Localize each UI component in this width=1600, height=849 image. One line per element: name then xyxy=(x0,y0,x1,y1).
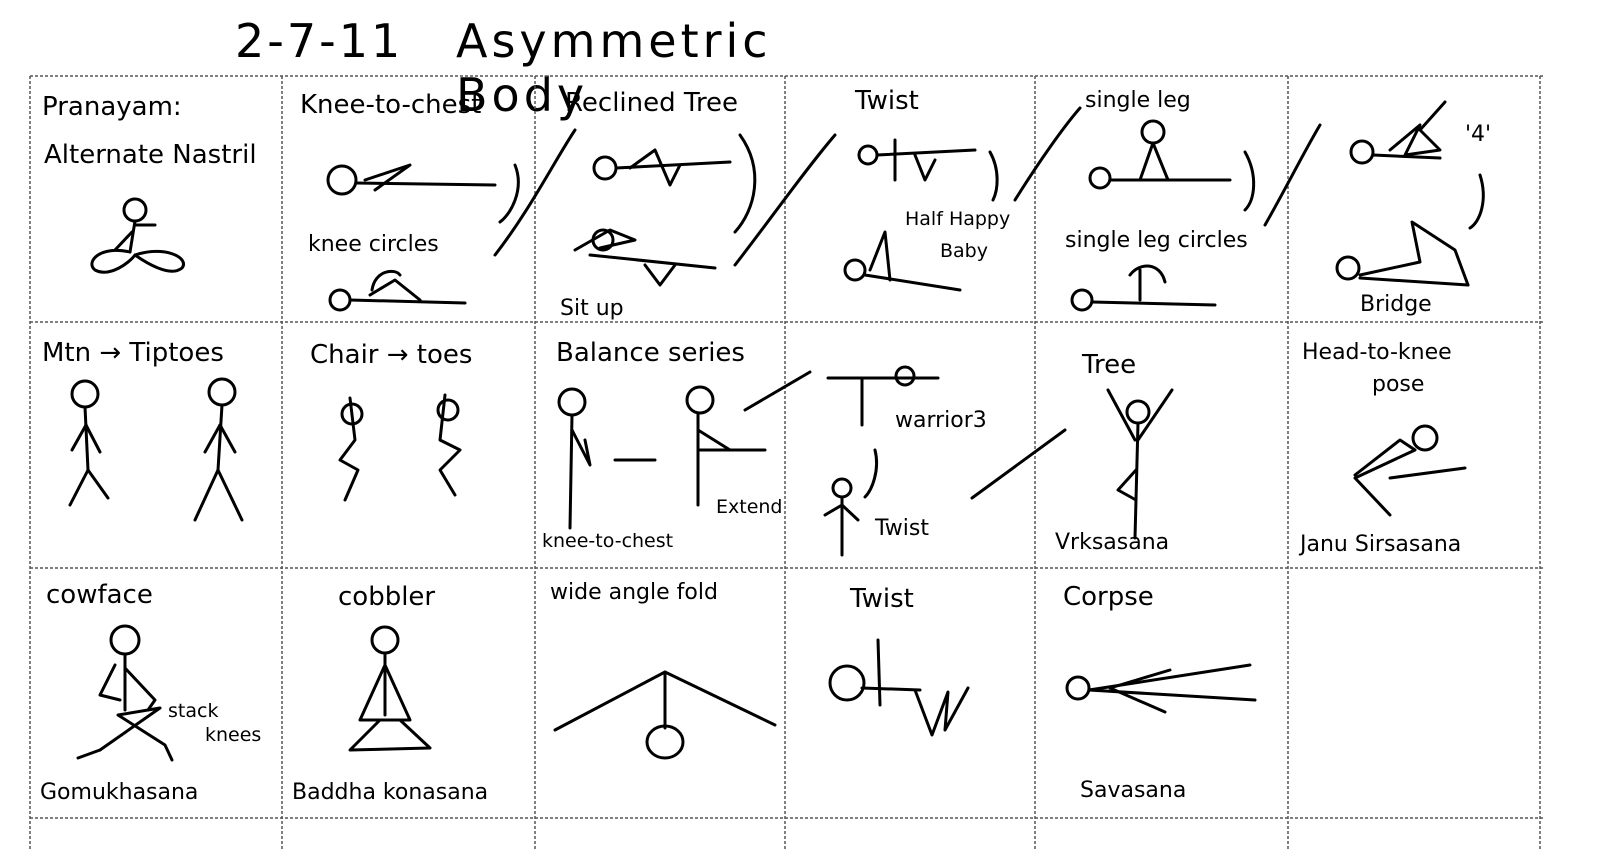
page-date: 2-7-11 xyxy=(235,14,404,68)
cowface-figure-icon xyxy=(76,624,174,762)
reclined-tree-figure-icon xyxy=(493,128,757,287)
cell-sanskrit-vrksasana: Vrksasana xyxy=(1055,530,1170,555)
cell-note-twist-standing: Twist xyxy=(875,516,929,541)
cell-title-single-leg: single leg xyxy=(1085,88,1191,113)
cell-title-tree: Tree xyxy=(1082,350,1137,380)
cell-title-balance-series: Balance series xyxy=(556,338,745,368)
cell-title-twist-seated: Twist xyxy=(850,584,914,614)
cell-note-knee-to-chest: knee-to-chest xyxy=(542,530,674,552)
head-to-knee-figure-icon xyxy=(1353,424,1467,517)
cell-sanskrit-janu-sirsasana: Janu Sirsasana xyxy=(1300,532,1462,557)
page-title: Asymmetric Body xyxy=(456,14,772,122)
cobbler-figure-icon xyxy=(348,625,432,752)
cell-title-pose: pose xyxy=(1372,372,1425,397)
twist-figure-icon xyxy=(733,133,999,292)
cell-note-warrior3: warrior3 xyxy=(895,408,987,433)
cell-title-mountain-tiptoes: Mtn → Tiptoes xyxy=(42,338,224,368)
cell-sub-single-leg-circles: single leg circles xyxy=(1065,228,1248,253)
figure-four-and-bridge-icon xyxy=(1263,100,1485,287)
cell-note-extend: Extend xyxy=(716,496,783,518)
cell-title-reclined-tree: Reclined Tree xyxy=(565,88,739,118)
cell-sub-half-happy: Half Happy xyxy=(905,208,1011,230)
seated-figure-icon xyxy=(90,197,185,274)
tree-figure-icon xyxy=(1106,388,1174,540)
cell-sub-sit-up: Sit up xyxy=(560,296,624,321)
cell-title-wide-angle-fold: wide angle fold xyxy=(550,580,718,605)
cell-title-pranayam: Pranayam: xyxy=(42,92,182,122)
cell-sanskrit-baddha-konasana: Baddha konasana xyxy=(292,780,489,805)
cell-sanskrit-savasana: Savasana xyxy=(1080,778,1187,803)
cell-title-twist-reclined: Twist xyxy=(855,86,919,116)
chair-figure-icon xyxy=(338,393,462,502)
cell-title-corpse: Corpse xyxy=(1063,582,1154,612)
wide-angle-fold-figure-icon xyxy=(553,670,777,760)
cell-title-knee-to-chest: Knee-to-chest xyxy=(300,90,482,120)
knee-to-chest-figure-icon xyxy=(326,163,520,312)
cell-title-chair-toes: Chair → toes xyxy=(310,340,473,370)
cell-sub-baby: Baby xyxy=(940,240,988,262)
cell-note-stack: stack xyxy=(168,700,219,722)
corpse-figure-icon xyxy=(1065,663,1257,714)
balance-series-figure-icon xyxy=(557,370,812,530)
cell-sub-bridge: Bridge xyxy=(1360,292,1432,317)
cell-title-head-to-knee: Head-to-knee xyxy=(1302,340,1452,365)
cell-sanskrit-gomukhasana: Gomukhasana xyxy=(40,780,199,805)
seated-twist-figure-icon xyxy=(828,638,970,737)
warrior-three-and-twist-figure-icon xyxy=(823,365,1067,557)
page-header: 2-7-11 Asymmetric Body xyxy=(0,0,900,122)
cell-sub-knee-circles: knee circles xyxy=(308,232,439,257)
mountain-tiptoes-figure-icon xyxy=(68,377,244,522)
cell-subtitle-alternate-nostril: Alternate Nastril xyxy=(44,140,257,170)
cell-title-cobbler: cobbler xyxy=(338,582,436,612)
cell-note-knees: knees xyxy=(205,724,262,746)
cell-title-four: '4' xyxy=(1465,122,1492,147)
single-leg-figure-icon xyxy=(1013,106,1256,312)
cell-title-cowface: cowface xyxy=(46,580,153,610)
